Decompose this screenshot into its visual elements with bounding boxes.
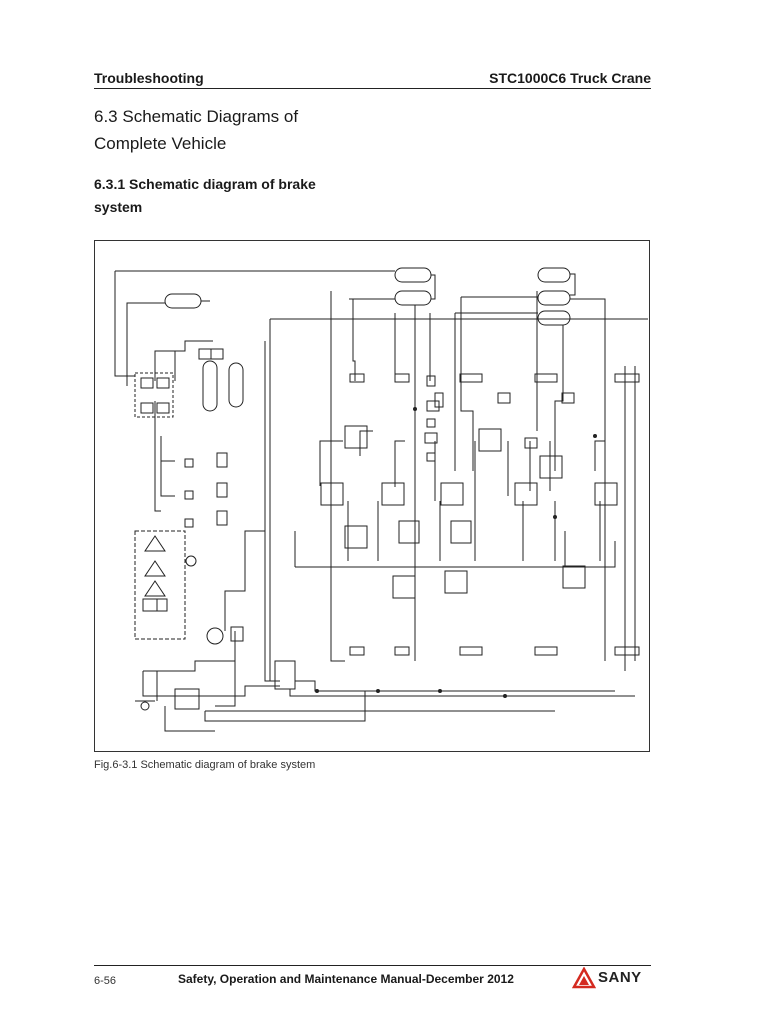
sany-logo: SANY bbox=[572, 967, 652, 989]
footer-manual-title: Safety, Operation and Maintenance Manual… bbox=[178, 972, 514, 986]
footer-rule bbox=[94, 965, 651, 966]
running-header-section: Troubleshooting bbox=[94, 70, 204, 86]
section-title: 6.3 Schematic Diagrams of Complete Vehic… bbox=[94, 103, 394, 157]
header-rule bbox=[94, 88, 651, 89]
brake-system-schematic-diagram bbox=[114, 267, 648, 732]
section-title-line-1: 6.3 Schematic Diagrams of bbox=[94, 107, 299, 126]
sany-logo-icon bbox=[572, 967, 596, 989]
subsection-title-line-2: system bbox=[94, 199, 143, 215]
sany-logo-text: SANY bbox=[598, 969, 642, 986]
brake-system-schematic-figure bbox=[94, 240, 650, 752]
page-number: 6-56 bbox=[94, 975, 117, 987]
air-pipe-lines bbox=[114, 270, 648, 732]
running-header-product: STC1000C6 Truck Crane bbox=[489, 70, 651, 86]
compressor-and-gauge-symbols bbox=[140, 535, 224, 711]
section-title-line-2: Complete Vehicle bbox=[94, 134, 227, 153]
brake-valve-blocks bbox=[134, 348, 618, 710]
figure-caption: Fig.6-3.1 Schematic diagram of brake sys… bbox=[94, 759, 316, 771]
subsection-title-line-1: 6.3.1 Schematic diagram of brake bbox=[94, 176, 316, 192]
pipe-junction-dots bbox=[315, 407, 597, 698]
subsection-title: 6.3.1 Schematic diagram of brake system bbox=[94, 173, 354, 219]
air-reservoir-tanks bbox=[164, 267, 571, 412]
brake-chambers bbox=[184, 373, 640, 656]
